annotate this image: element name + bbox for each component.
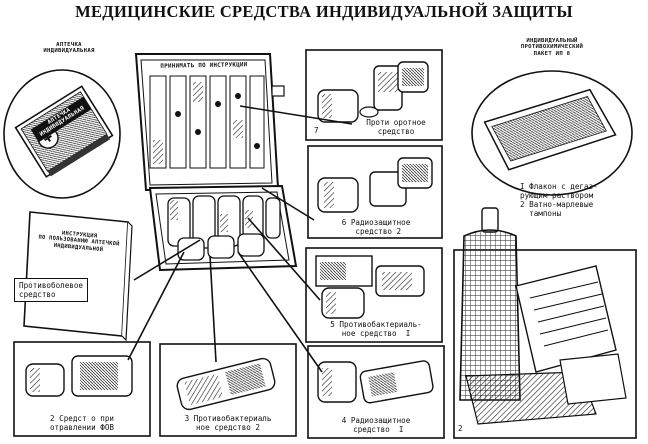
caption-oral-antidote: Проти оротное средство [366,118,426,136]
bottle-panel [453,207,637,439]
leader-lines [127,105,353,373]
panel-antibacterial-5 [305,247,443,343]
panel-fov-means [13,341,151,437]
panel-radioprotective-6 [307,145,443,239]
open-kit-figure [134,53,298,272]
caption-antibacterial-3: 3 Противобактериаль ное средство 2 [184,414,272,432]
caption-fov-means: 2 Средст о при отравлении ФОВ [49,414,114,432]
caption-radioprotective-6: 6 Радиозащитное средство 2 [341,218,411,236]
first-aid-kit-figure [3,69,121,199]
caption-radioprotective-4: 4 Радиозащитное средство I [341,416,411,434]
kit-label: АПТЕЧКА ИНДИВИДУАЛЬНАЯ [43,42,95,55]
package-figure [471,70,633,196]
panel-antibacterial-3 [159,343,297,437]
package-label: ИНДИВИДУАЛЬНЫЙ ПРОТИВОХИМИЧЕСКИЙ ПАКЕТ И… [520,38,584,57]
caption-antidote: Противоболевое средство [14,278,89,302]
panel-number-antidote: 7 [314,126,319,135]
caption-package-items: I Флакон с дегаз- рующим раствором 2 Ват… [520,182,598,218]
page-title: МЕДИЦИНСКИЕ СРЕДСТВА ИНДИВИДУАЛЬНОЙ ЗАЩИ… [75,2,573,21]
caption-antibacterial-5: 5 Противобактериаль- ное средство I [330,320,422,338]
instruction-booklet-figure [23,211,133,342]
panel-radioprotective-4 [307,345,445,439]
panel-number-bottle: 2 [458,424,463,433]
panel-oral-antidote [305,49,443,141]
